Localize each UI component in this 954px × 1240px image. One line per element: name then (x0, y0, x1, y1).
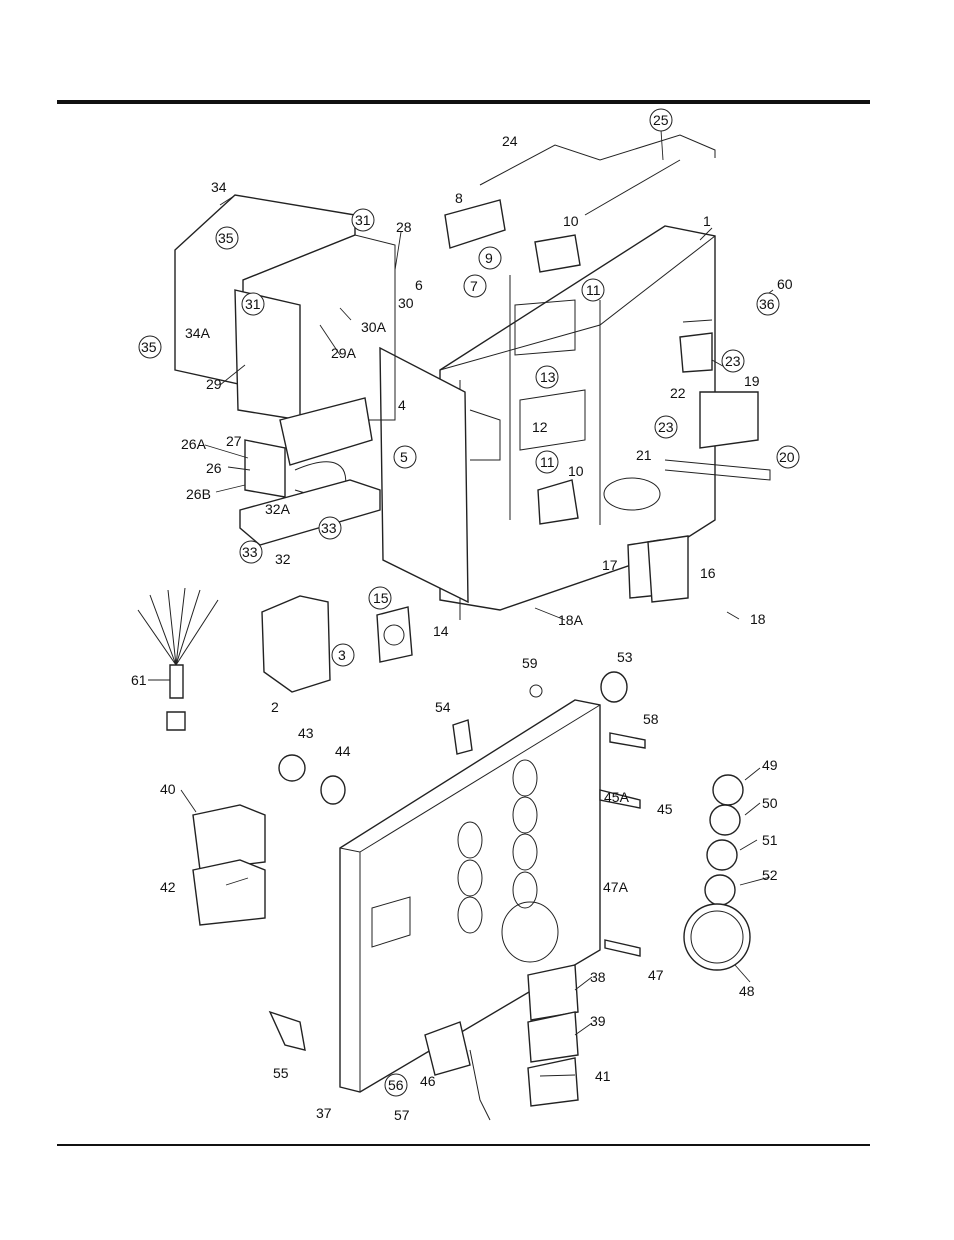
callout-36: 36 (759, 296, 775, 312)
callout-42: 42 (160, 879, 176, 895)
callout-16: 16 (700, 565, 716, 581)
callout-47A: 47A (603, 879, 629, 895)
callout-38: 38 (590, 969, 606, 985)
callout-23b: 23 (658, 419, 674, 435)
callout-3: 3 (338, 647, 346, 663)
control-panel-assembly (193, 672, 750, 1120)
callout-45A: 45A (604, 789, 630, 805)
callout-13: 13 (540, 369, 556, 385)
callout-8: 8 (455, 190, 463, 206)
callout-61: 61 (131, 672, 147, 688)
callout-33a: 33 (321, 520, 337, 536)
callout-6: 6 (415, 277, 423, 293)
callout-26B: 26B (186, 486, 211, 502)
callout-50: 50 (762, 795, 778, 811)
callout-4: 4 (398, 397, 406, 413)
callout-12: 12 (532, 419, 548, 435)
callout-56: 56 (388, 1077, 404, 1093)
callout-29A: 29A (331, 345, 357, 361)
callout-29: 29 (206, 376, 222, 392)
callout-32A: 32A (265, 501, 291, 517)
callout-10a: 10 (563, 213, 579, 229)
callout-43: 43 (298, 725, 314, 741)
callout-18A: 18A (558, 612, 584, 628)
callout-37: 37 (316, 1105, 332, 1121)
callout-52: 52 (762, 867, 778, 883)
callout-48: 48 (739, 983, 755, 999)
callout-19: 19 (744, 373, 760, 389)
callout-33b: 33 (242, 544, 258, 560)
callout-23a: 23 (725, 353, 741, 369)
callout-28: 28 (396, 219, 412, 235)
callout-30: 30 (398, 295, 414, 311)
callout-44: 44 (335, 743, 351, 759)
callout-11a: 11 (586, 282, 601, 298)
callout-15: 15 (373, 590, 389, 606)
callout-1: 1 (703, 213, 711, 229)
callout-27: 27 (226, 433, 242, 449)
callout-55: 55 (273, 1065, 289, 1081)
callout-51: 51 (762, 832, 778, 848)
callout-5: 5 (400, 449, 408, 465)
callout-21: 21 (636, 447, 652, 463)
callout-24: 24 (502, 133, 518, 149)
footer-rule (57, 1144, 870, 1146)
callout-26: 26 (206, 460, 222, 476)
callout-20: 20 (779, 449, 795, 465)
callout-49: 49 (762, 757, 778, 773)
callout-18: 18 (750, 611, 766, 627)
callout-40: 40 (160, 781, 176, 797)
callout-7: 7 (470, 278, 478, 294)
callout-31a: 31 (355, 212, 371, 228)
callout-14: 14 (433, 623, 449, 639)
callout-39: 39 (590, 1013, 606, 1029)
callout-53: 53 (617, 649, 633, 665)
callout-57: 57 (394, 1107, 410, 1123)
callout-31b: 31 (245, 296, 261, 312)
callout-17: 17 (602, 557, 618, 573)
callout-9: 9 (485, 250, 493, 266)
callout-54: 54 (435, 699, 451, 715)
callout-34: 34 (211, 179, 227, 195)
callout-35a: 35 (218, 230, 234, 246)
callout-58: 58 (643, 711, 659, 727)
callout-25: 25 (653, 112, 669, 128)
callout-30A: 30A (361, 319, 387, 335)
callout-22: 22 (670, 385, 686, 401)
callout-32: 32 (275, 551, 291, 567)
callout-35b: 35 (141, 339, 157, 355)
callout-10b: 10 (568, 463, 584, 479)
callout-26A: 26A (181, 436, 207, 452)
callout-46: 46 (420, 1073, 436, 1089)
callout-2: 2 (271, 699, 279, 715)
callout-59: 59 (522, 655, 538, 671)
header-rule (57, 100, 870, 104)
callout-47: 47 (648, 967, 664, 983)
callout-11b: 11 (540, 454, 555, 470)
callout-34A: 34A (185, 325, 211, 341)
callout-41: 41 (595, 1068, 611, 1084)
callout-60: 60 (777, 276, 793, 292)
callout-45: 45 (657, 801, 673, 817)
